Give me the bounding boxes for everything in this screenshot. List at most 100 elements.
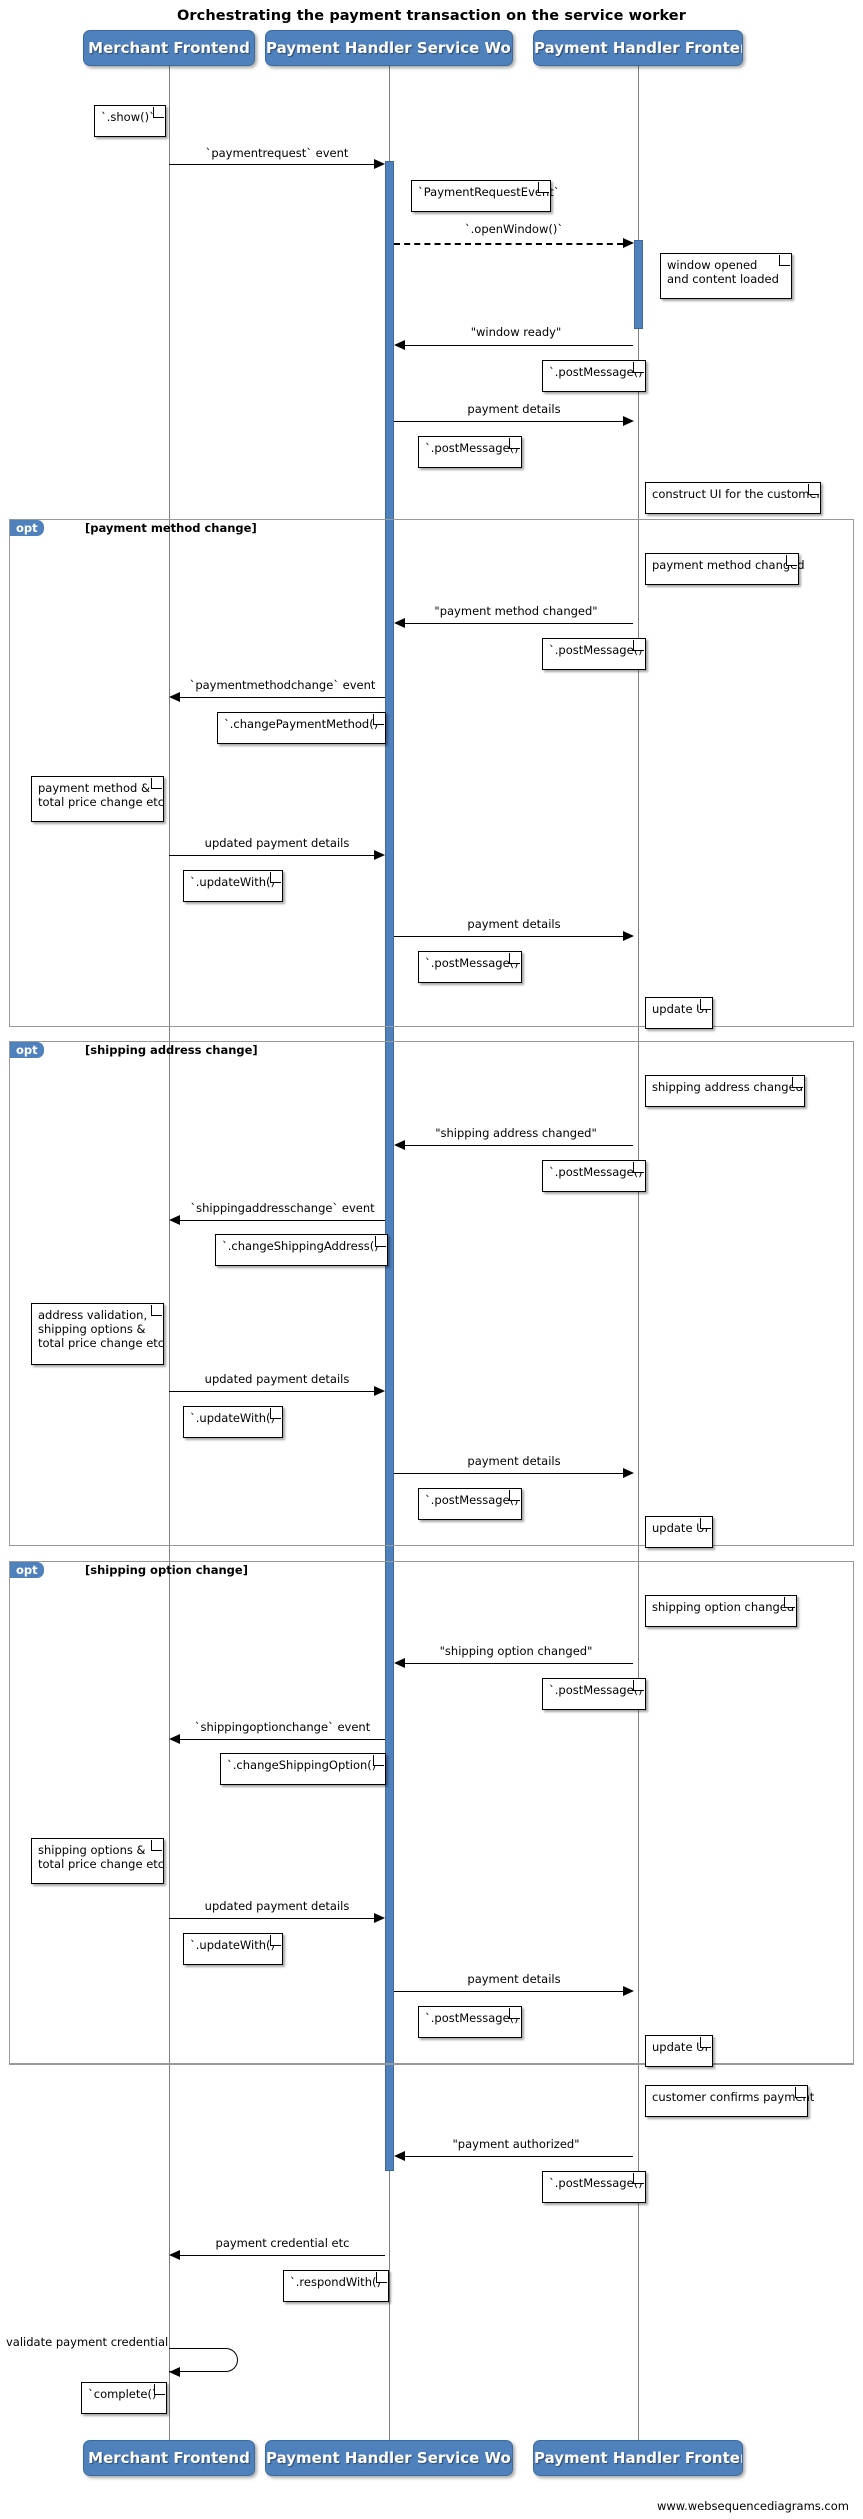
note-post-message-4: `.postMessage()` bbox=[418, 951, 524, 983]
fragment-opt-payment-method bbox=[9, 519, 854, 1027]
note-change-shipping-option: `.changeShippingOption()` bbox=[220, 1753, 386, 1785]
actor-merchant-frontend-bottom[interactable]: Merchant Frontend bbox=[83, 2440, 255, 2476]
page-title: Orchestrating the payment transaction on… bbox=[177, 8, 686, 24]
note-customer-confirms-payment: customer confirms payment bbox=[645, 2085, 814, 2117]
note-post-message-3: `.postMessage()` bbox=[542, 638, 648, 670]
message-arrow-updated-payment-details-2 bbox=[374, 1386, 385, 1396]
message-line-payment-details-2 bbox=[394, 936, 623, 937]
note-post-message-7: `.postMessage()` bbox=[542, 1678, 648, 1710]
note-show: `.show()` bbox=[94, 105, 166, 137]
note-update-with-1: `.updateWith()` bbox=[183, 870, 283, 902]
note-update-with-2: `.updateWith()` bbox=[183, 1406, 283, 1438]
message-arrow-payment-credential bbox=[169, 2250, 180, 2260]
message-label-payment-credential: payment credential etc bbox=[215, 2236, 350, 2250]
message-arrow-shipping-address-changed bbox=[394, 1140, 405, 1150]
lifeline-handler-frontend bbox=[638, 66, 639, 2462]
message-arrow-paymentmethodchange-event bbox=[169, 692, 180, 702]
message-arrow-updated-payment-details-1 bbox=[374, 850, 385, 860]
actor-service-worker-bottom[interactable]: Payment Handler Service Worker bbox=[265, 2440, 513, 2476]
message-line-shippingoptionchange-event bbox=[180, 1739, 385, 1740]
fragment-opt-shipping-address bbox=[9, 1041, 854, 1546]
message-line-paymentmethodchange-event bbox=[180, 697, 385, 698]
note-update-ui-1: update UI bbox=[645, 997, 713, 1029]
note-post-message-9: `.postMessage()` bbox=[542, 2171, 648, 2203]
message-label-open-window: `.openWindow()` bbox=[464, 222, 564, 236]
lifeline-merchant bbox=[169, 66, 170, 2462]
fragment-opt-payment-method-condition: [payment method change] bbox=[85, 521, 257, 535]
message-line-shipping-option-changed bbox=[405, 1663, 633, 1664]
note-payment-method-total-price: payment method & total price change etc bbox=[31, 776, 164, 822]
message-label-shipping-option-changed: "shipping option changed" bbox=[439, 1644, 593, 1658]
actor-service-worker-top[interactable]: Payment Handler Service Worker bbox=[265, 30, 513, 66]
message-arrow-payment-details-4 bbox=[623, 1986, 634, 1996]
note-post-message-8: `.postMessage()` bbox=[418, 2006, 524, 2038]
note-address-validation: address validation, shipping options & t… bbox=[31, 1303, 164, 1365]
note-shipping-option-changed: shipping option changed bbox=[645, 1595, 797, 1627]
message-label-paymentrequest-event: `paymentrequest` event bbox=[205, 146, 349, 160]
fragment-opt-payment-method-tab: opt bbox=[10, 520, 44, 536]
fragment-opt-shipping-address-condition: [shipping address change] bbox=[85, 1043, 258, 1057]
actor-handler-frontend-top[interactable]: Payment Handler Frontend bbox=[533, 30, 743, 66]
message-arrow-shippingoptionchange-event bbox=[169, 1734, 180, 1744]
message-line-payment-details-4 bbox=[394, 1991, 623, 1992]
message-label-paymentmethodchange-event: `paymentmethodchange` event bbox=[189, 678, 376, 692]
message-arrow-shipping-option-changed bbox=[394, 1658, 405, 1668]
message-line-shipping-address-changed bbox=[405, 1145, 633, 1146]
message-label-validate-payment-credential: validate payment credential bbox=[6, 2335, 169, 2349]
message-line-payment-credential bbox=[180, 2255, 385, 2256]
note-change-payment-method: `.changePaymentMethod()` bbox=[217, 712, 386, 744]
note-change-shipping-address: `.changeShippingAddress()` bbox=[215, 1234, 388, 1266]
note-update-ui-3: update UI bbox=[645, 2035, 713, 2067]
message-arrow-payment-details-2 bbox=[623, 931, 634, 941]
message-arrow-payment-details-3 bbox=[623, 1468, 634, 1478]
fragment-bottom-separator bbox=[9, 2064, 854, 2065]
message-line-payment-details-1 bbox=[394, 421, 623, 422]
message-label-window-ready: "window ready" bbox=[470, 325, 562, 339]
message-label-payment-details-4: payment details bbox=[467, 1972, 561, 1986]
message-self-loop-validate-payment-credential bbox=[169, 2348, 238, 2372]
fragment-opt-shipping-option-condition: [shipping option change] bbox=[85, 1563, 248, 1577]
actor-handler-frontend-bottom[interactable]: Payment Handler Frontend bbox=[533, 2440, 743, 2476]
message-label-payment-method-changed: "payment method changed" bbox=[434, 604, 598, 618]
message-label-updated-payment-details-1: updated payment details bbox=[204, 836, 350, 850]
activation-service-worker bbox=[385, 161, 394, 2171]
note-shipping-address-changed: shipping address changed bbox=[645, 1075, 805, 1107]
message-arrow-payment-authorized bbox=[394, 2151, 405, 2161]
message-line-payment-method-changed bbox=[405, 623, 633, 624]
message-line-window-ready bbox=[405, 345, 633, 346]
message-arrow-open-window bbox=[623, 238, 634, 248]
message-label-shippingoptionchange-event: `shippingoptionchange` event bbox=[194, 1720, 371, 1734]
message-line-shippingaddresschange-event bbox=[180, 1220, 385, 1221]
message-label-updated-payment-details-2: updated payment details bbox=[204, 1372, 350, 1386]
note-post-message-6: `.postMessage()` bbox=[418, 1488, 524, 1520]
message-label-payment-details-2: payment details bbox=[467, 917, 561, 931]
note-update-ui-2: update UI bbox=[645, 1516, 713, 1548]
message-arrow-shippingaddresschange-event bbox=[169, 1215, 180, 1225]
message-label-payment-authorized: "payment authorized" bbox=[452, 2137, 580, 2151]
message-line-payment-authorized bbox=[405, 2156, 633, 2157]
message-line-updated-payment-details-2 bbox=[169, 1391, 374, 1392]
message-arrow-updated-payment-details-3 bbox=[374, 1913, 385, 1923]
fragment-opt-shipping-address-tab: opt bbox=[10, 1042, 44, 1058]
note-window-opened: window opened and content loaded bbox=[660, 253, 792, 299]
note-respond-with: `.respondWith()` bbox=[283, 2270, 389, 2302]
fragment-opt-shipping-option bbox=[9, 1561, 854, 2064]
actor-merchant-frontend-top[interactable]: Merchant Frontend bbox=[83, 30, 255, 66]
activation-handler-frontend-open bbox=[634, 240, 643, 329]
message-arrow-validate-payment-credential bbox=[169, 2367, 180, 2377]
message-line-updated-payment-details-3 bbox=[169, 1918, 374, 1919]
message-arrow-payment-details-1 bbox=[623, 416, 634, 426]
note-shipping-options-total-price: shipping options & total price change et… bbox=[31, 1838, 164, 1884]
message-line-updated-payment-details-1 bbox=[169, 855, 374, 856]
message-label-payment-details-3: payment details bbox=[467, 1454, 561, 1468]
message-arrow-window-ready bbox=[394, 340, 405, 350]
footer-attribution: www.websequencediagrams.com bbox=[656, 2499, 849, 2513]
message-line-paymentrequest-event bbox=[169, 164, 374, 165]
message-label-updated-payment-details-3: updated payment details bbox=[204, 1899, 350, 1913]
note-post-message-1: `.postMessage()` bbox=[542, 360, 648, 392]
note-post-message-5: `.postMessage()` bbox=[542, 1160, 648, 1192]
note-update-with-3: `.updateWith()` bbox=[183, 1933, 283, 1965]
message-label-payment-details-1: payment details bbox=[467, 402, 561, 416]
message-arrow-payment-method-changed bbox=[394, 618, 405, 628]
